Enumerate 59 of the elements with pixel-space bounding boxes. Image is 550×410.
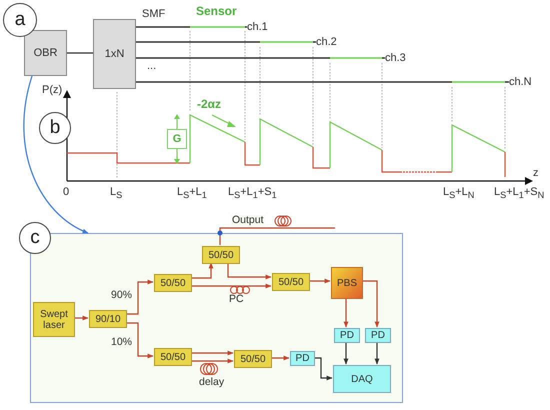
connector: [227, 263, 272, 280]
connector: [136, 26, 247, 28]
connector: [314, 357, 333, 380]
splitter-box: PBS: [331, 267, 363, 299]
axis-label: z: [533, 167, 538, 180]
channel-label: ch.2: [316, 35, 344, 49]
panel-letter-circle: c: [19, 222, 51, 254]
slope-label: -2αz: [197, 98, 222, 112]
axis-label: P(z): [42, 84, 62, 96]
connector: [191, 284, 272, 288]
connector: [136, 57, 385, 59]
connector: [309, 278, 331, 284]
connector: [374, 342, 380, 365]
component-box: 50/50: [154, 348, 192, 366]
component-box: 50/50: [234, 350, 272, 368]
connector: [362, 280, 380, 328]
connector: [219, 227, 335, 245]
fiber-label: SMF: [142, 8, 166, 20]
device-box: OBR: [24, 30, 67, 76]
connector: [23, 76, 89, 234]
connector: [191, 350, 234, 356]
edge-label: delay: [198, 377, 226, 389]
connector: [344, 298, 348, 328]
connector: [136, 81, 509, 83]
component-box: 90/10: [89, 310, 127, 328]
tick-label: 0: [63, 186, 70, 198]
connector: [126, 280, 154, 315]
detector-box: PD: [290, 351, 315, 366]
connector: [74, 316, 89, 320]
panel-letter-circle: b: [39, 112, 71, 144]
connector: [67, 52, 93, 54]
tick-label: L$_{S}$+L$_{1}$: [177, 186, 207, 200]
connector: [191, 358, 234, 364]
ellipsis: ...: [147, 60, 156, 72]
channel-label: ch.N: [509, 75, 543, 89]
connector: [126, 322, 154, 358]
setup-panel: [30, 233, 403, 403]
edge-label: Output: [231, 215, 265, 227]
channel-label: ch.1: [247, 20, 275, 34]
tick-label: L$_{S}$+L$_{N}$: [443, 186, 474, 200]
tick-label: L$_{S}$: [110, 186, 122, 200]
component-box: 50/50: [202, 246, 240, 264]
detector-box: DAQ: [333, 365, 391, 393]
connector: [191, 262, 214, 279]
sensor-label: Sensor: [196, 5, 237, 18]
connector: [344, 342, 348, 365]
channel-label: ch.3: [385, 51, 413, 65]
connector: [271, 356, 290, 360]
panel-letter-circle: a: [3, 3, 37, 37]
component-box: 50/50: [154, 274, 192, 292]
tick-label: L$_{S}$+L$_{1}$+S$_{1}$: [228, 186, 277, 200]
connector: [136, 41, 316, 43]
device-box: 1xN: [93, 19, 136, 89]
component-box: 50/50: [272, 273, 310, 291]
tick-label: L$_{S}$+L$_{1}$+S$_{N}$: [494, 186, 544, 200]
detector-box: PD: [334, 328, 360, 343]
detector-box: PD: [365, 328, 391, 343]
component-box: Swept laser: [33, 302, 75, 337]
gain-box: G: [167, 129, 187, 149]
